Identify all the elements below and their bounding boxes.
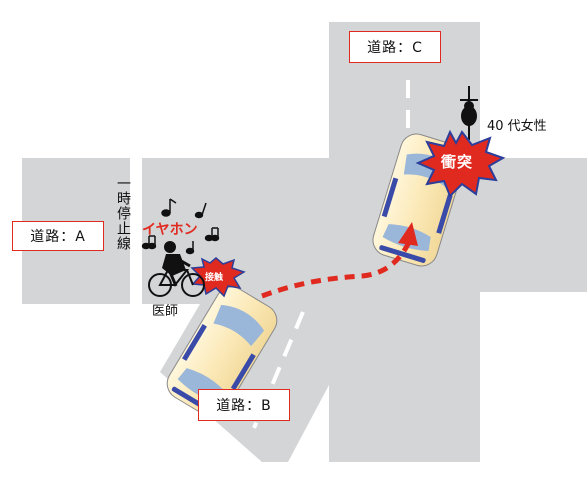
contact-label: 接触 xyxy=(205,273,224,283)
road-a-label: 道路：A xyxy=(12,221,104,251)
road-b-label: 道路：B xyxy=(198,389,290,421)
music-note-icon xyxy=(141,198,220,255)
collision-burst-icon xyxy=(415,129,506,198)
road-surface xyxy=(22,22,587,462)
road-network xyxy=(22,22,587,462)
female-cyclist-icon xyxy=(460,86,478,140)
arrow-icon xyxy=(398,222,418,246)
doctor-label: 医師 xyxy=(152,304,179,319)
woman-label: 40 代女性 xyxy=(487,119,547,134)
road-c-label: 道路：C xyxy=(349,31,441,63)
car-trajectory xyxy=(261,238,413,299)
contact-burst-icon xyxy=(190,257,246,298)
stop-line-mark xyxy=(130,158,142,304)
earphone-label: イヤホン xyxy=(142,222,198,238)
doctor-cyclist-icon xyxy=(148,241,205,297)
collision-label: 衝突 xyxy=(441,153,474,171)
stop-line-label: 一時停止線 xyxy=(115,176,131,251)
